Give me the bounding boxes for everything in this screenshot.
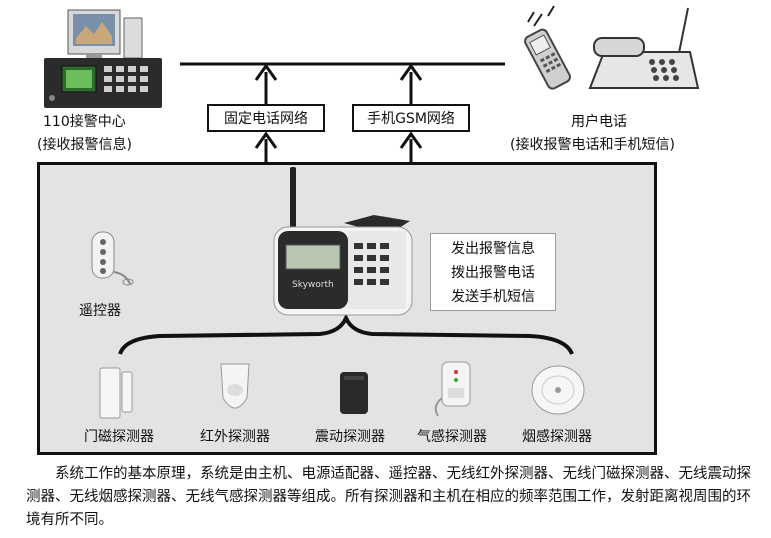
gas-sensor-icon	[428, 358, 484, 420]
arrow-landline-up-head	[254, 63, 278, 81]
action-send-alarm-info: 发出报警信息	[451, 241, 535, 257]
detector-label-gas: 气感探测器	[417, 429, 487, 445]
alarm-host-unit: Skyworth	[270, 165, 418, 317]
infrared-sensor-icon	[215, 360, 255, 420]
alarm-actions-box: 发出报警信息 拨出报警电话 发送手机短信	[430, 233, 556, 311]
alarm-host-icon: Skyworth	[273, 167, 413, 316]
detector-label-door: 门磁探测器	[84, 429, 154, 445]
remote-control-icon	[86, 230, 134, 290]
host-brand-text: Skyworth	[292, 280, 334, 290]
computer-monitor-icon	[44, 9, 162, 108]
arrow-panel-gsm-head	[399, 131, 423, 149]
gsm-network-box: 手机GSM网络	[352, 104, 470, 132]
police-center-title: 110接警中心	[43, 114, 126, 130]
detector-label-infrared: 红外探测器	[200, 429, 270, 445]
police-center-subtitle: (接收报警信息)	[37, 137, 132, 153]
user-phone-subtitle: (接收报警电话和手机短信)	[510, 137, 675, 153]
door-sensor-icon	[92, 362, 140, 422]
user-phones	[512, 4, 702, 98]
description-paragraph: 系统工作的基本原理，系统是由主机、电源适配器、遥控器、无线红外探测器、无线门磁探…	[26, 463, 756, 532]
landline-network-box: 固定电话网络	[207, 104, 325, 132]
description-text: 系统工作的基本原理，系统是由主机、电源适配器、遥控器、无线红外探测器、无线门磁探…	[26, 466, 751, 528]
police-center-equipment	[38, 8, 168, 108]
arrow-panel-landline-head	[254, 131, 278, 149]
action-send-sms: 发送手机短信	[451, 289, 535, 305]
smoke-sensor-icon	[528, 362, 588, 416]
action-dial-alarm-call: 拨出报警电话	[451, 265, 535, 281]
detector-label-vibration: 震动探测器	[315, 429, 385, 445]
mobile-phone-icon	[524, 5, 700, 90]
detector-label-smoke: 烟感探测器	[522, 429, 592, 445]
user-phone-title: 用户电话	[571, 114, 627, 130]
remote-control-label: 遥控器	[79, 303, 121, 319]
arrow-gsm-up-head	[399, 63, 423, 81]
vibration-sensor-icon	[336, 368, 372, 418]
